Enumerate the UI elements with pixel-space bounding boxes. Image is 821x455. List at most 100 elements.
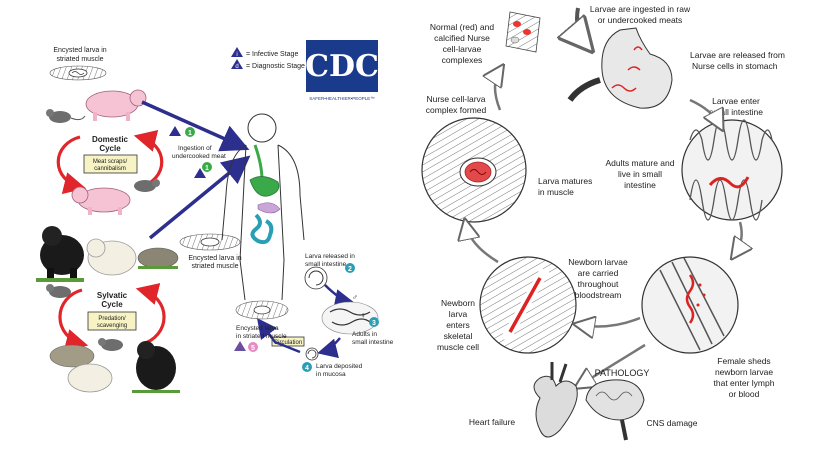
carried-label-4: bloodstream bbox=[575, 290, 622, 300]
step-2-number: 2 bbox=[348, 266, 352, 273]
sylvatic-cycle-title-2: Cycle bbox=[101, 300, 123, 309]
cdc-tagline: SAFER•HEALTHIER•PEOPLE™ bbox=[309, 96, 375, 101]
rat-top-image bbox=[46, 109, 86, 123]
domestic-cycle-box bbox=[83, 154, 138, 174]
adults-label-1: Adults mature and bbox=[606, 158, 675, 168]
small-intestine-image bbox=[681, 119, 783, 221]
muscle-tissue-top bbox=[49, 65, 107, 81]
female-sheds-label-3: that enter lymph bbox=[714, 378, 775, 388]
nurse-complexes-label-3: cell-larvae bbox=[443, 44, 482, 54]
carried-label-2: are carried bbox=[578, 268, 619, 278]
carried-label-3: throughout bbox=[578, 279, 619, 289]
step-1-badge bbox=[185, 127, 195, 137]
encysted-mid-label-1: Encysted larva in bbox=[188, 255, 241, 262]
sylvatic-box-line-2: scavenging bbox=[97, 323, 127, 329]
nurse-complexes-label-2: calcified Nurse bbox=[434, 33, 490, 43]
nurse-complexes-label-4: complexes bbox=[442, 55, 483, 65]
infective-marker-2 bbox=[194, 168, 206, 178]
arrow-3-to-4 bbox=[317, 337, 341, 359]
nurse-complexes-tissue bbox=[505, 11, 541, 53]
released-label-1: Larvae are released from bbox=[690, 50, 785, 60]
pathology-label: PATHOLOGY bbox=[595, 368, 650, 378]
polar-bear-image bbox=[86, 238, 137, 276]
cns-damage-label: CNS damage bbox=[646, 418, 697, 428]
released-label-2: Nurse cells in stomach bbox=[692, 61, 778, 71]
boar-image bbox=[137, 247, 179, 269]
step-5-badge bbox=[248, 342, 258, 352]
arrow-2-to-3 bbox=[324, 284, 355, 309]
circulation-arrow bbox=[257, 318, 301, 354]
newborn-enters-label-2: larva bbox=[449, 309, 468, 319]
intestine-loop-image bbox=[304, 266, 328, 290]
heart-image bbox=[533, 362, 578, 438]
encysted-top-label-1: Encysted larva in bbox=[53, 47, 106, 54]
matures-label-1: Larva matures bbox=[538, 176, 592, 186]
stomach-image bbox=[567, 27, 673, 109]
newborn-enters-label-5: muscle cell bbox=[437, 342, 479, 352]
step-5-label-2: in striated muscle bbox=[236, 333, 287, 340]
step-5-number: 5 bbox=[251, 345, 255, 352]
infective-marker: i bbox=[236, 52, 237, 58]
newborn-enters-label-3: enters bbox=[446, 320, 470, 330]
step-2-label-2: small intestine bbox=[305, 261, 347, 268]
step-1-label-1: Ingestion of bbox=[178, 145, 212, 152]
polar-bear-bottom-image bbox=[67, 363, 113, 393]
brain-image bbox=[585, 379, 645, 441]
sylvatic-box-line-1: Predation/ bbox=[98, 316, 126, 322]
step-5-label-1: Encysted larva bbox=[236, 325, 279, 332]
mucosa-larva-image bbox=[305, 347, 319, 361]
adult-worms-image bbox=[321, 301, 379, 335]
adults-label-2: live in small bbox=[618, 169, 662, 179]
black-bear-bottom-image bbox=[132, 341, 180, 393]
bloodstream-image bbox=[641, 256, 739, 354]
legend: i = Infective Stage d = Diagnostic Stage bbox=[231, 47, 305, 70]
ingestion-arrow-sylvatic bbox=[148, 155, 251, 240]
muscle-tissue-mid bbox=[179, 233, 241, 251]
enter-si-label-1: Larvae enter bbox=[712, 96, 760, 106]
pathology-illustration-panel: Normal (red) and calcified Nurse cell-la… bbox=[421, 4, 785, 441]
domestic-box-line-1: Meat scraps/ bbox=[93, 159, 128, 165]
nurse-cell-complex-image bbox=[421, 117, 527, 223]
step-1-number-b: 1 bbox=[205, 165, 209, 172]
legend-diagnostic: = Diagnostic Stage bbox=[246, 63, 305, 70]
ingested-label-2: or undercooked meats bbox=[598, 15, 683, 25]
step-3-number: 3 bbox=[372, 320, 376, 327]
pig-top-image bbox=[85, 89, 147, 121]
enter-si-label-2: small intestine bbox=[709, 107, 763, 117]
step-2-label-1: Larva released in bbox=[305, 253, 355, 260]
step-3-badge bbox=[369, 317, 379, 327]
female-sheds-label-4: or blood bbox=[729, 389, 760, 399]
complex-formed-label-2: complex formed bbox=[426, 105, 487, 115]
nurse-complexes-label-1: Normal (red) and bbox=[430, 22, 495, 32]
adults-label-3: intestine bbox=[624, 180, 656, 190]
step-4-number: 4 bbox=[305, 365, 309, 372]
step-4-badge bbox=[302, 362, 312, 372]
rat-sylvatic-image bbox=[46, 284, 71, 298]
pig-bottom-image bbox=[71, 186, 131, 215]
ingested-label-1: Larvae are ingested in raw bbox=[590, 4, 691, 14]
newborn-enters-label-1: Newborn bbox=[441, 298, 475, 308]
domestic-cycle-title-2: Cycle bbox=[99, 144, 121, 153]
legend-infective: = Infective Stage bbox=[246, 51, 298, 58]
rat-bottom-image bbox=[98, 338, 123, 351]
sylvatic-cycle-title-1: Sylvatic bbox=[97, 291, 128, 300]
step-4-label-2: in mucosa bbox=[316, 371, 346, 378]
muscle-tissue-bottom bbox=[235, 300, 289, 320]
ingestion-arrow-domestic bbox=[141, 100, 250, 152]
step-4-label-1: Larva deposited bbox=[316, 363, 363, 370]
muscle-cell-entry-image bbox=[479, 256, 577, 354]
cdc-life-cycle-panel: i = Infective Stage d = Diagnostic Stage… bbox=[36, 40, 394, 393]
diagnostic-marker-icon bbox=[234, 341, 246, 351]
rat-mid-image bbox=[134, 179, 160, 192]
infective-stage-icon bbox=[231, 47, 243, 57]
male-symbol: ♂ bbox=[352, 293, 358, 302]
domestic-cycle-title-1: Domestic bbox=[92, 135, 129, 144]
diagnostic-stage-icon bbox=[231, 59, 243, 69]
step-1-number: 1 bbox=[188, 130, 192, 137]
step-3-label-2: small intestine bbox=[352, 339, 394, 346]
black-bear-image bbox=[36, 226, 84, 282]
step-1-label-2: undercooked meat bbox=[172, 153, 226, 160]
circulation-label: Circulation bbox=[274, 340, 302, 346]
diagnostic-marker: d bbox=[235, 64, 238, 70]
